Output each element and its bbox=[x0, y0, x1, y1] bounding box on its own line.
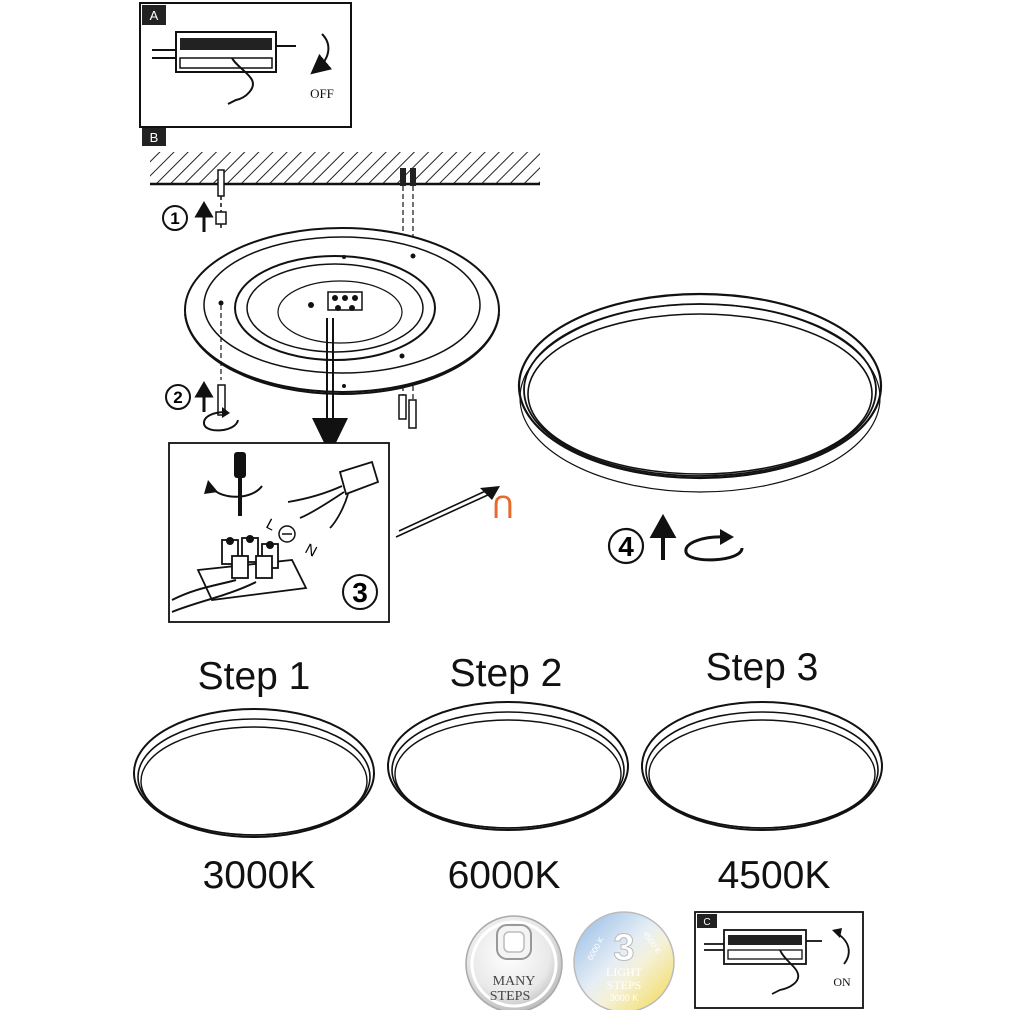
hand-icon bbox=[771, 949, 800, 995]
light-steps-number: 3 bbox=[613, 927, 634, 969]
ceiling-hatch bbox=[150, 152, 540, 184]
many-steps-badge: MANY STEPS bbox=[465, 915, 563, 1010]
connector-block-icon bbox=[196, 535, 308, 601]
lamp-step-3-icon bbox=[641, 701, 883, 831]
rotate-down-arrow-icon bbox=[310, 33, 333, 75]
connector-symbol: ᑎ bbox=[492, 492, 514, 525]
supply-cable-icon bbox=[338, 460, 380, 496]
up-arrow-icon bbox=[194, 381, 214, 412]
panel-a-tag-box bbox=[142, 5, 166, 25]
lamp-step-1-icon bbox=[133, 708, 375, 838]
step-1-circle bbox=[162, 205, 188, 231]
light-step-1-temperature: 3000K bbox=[203, 854, 316, 897]
panel-b-tag-box bbox=[142, 128, 166, 146]
light-step-2: Step 2 6000K bbox=[387, 652, 629, 897]
panel-c-tag-box bbox=[697, 914, 717, 928]
step-3-circle bbox=[342, 574, 378, 610]
up-arrow-icon bbox=[649, 513, 677, 560]
many-steps-line2: STEPS bbox=[490, 989, 530, 1004]
terminal-block-icon bbox=[327, 291, 363, 311]
ceiling bbox=[150, 152, 540, 186]
light-step-2-temperature: 6000K bbox=[448, 854, 561, 897]
switch-on-label: ON bbox=[833, 975, 851, 989]
panel-b: B bbox=[142, 128, 166, 146]
panel-c-tag: C bbox=[703, 917, 710, 928]
step-3-number: 3 bbox=[352, 577, 368, 608]
rotate-clockwise-icon bbox=[202, 411, 239, 432]
panel-wiring-detail: L N 3 bbox=[168, 442, 390, 623]
up-arrow-icon bbox=[194, 201, 214, 232]
install-step-4-marker: 4 bbox=[607, 513, 744, 565]
install-step-2-marker: 2 bbox=[165, 381, 239, 432]
wall-plug-icon bbox=[215, 169, 227, 230]
light-step-1-title: Step 1 bbox=[198, 655, 311, 698]
rotate-up-arrow-icon bbox=[837, 933, 850, 965]
light-steps-line2: STEPS bbox=[607, 978, 642, 992]
light-steps-temp-low: 3000 K bbox=[610, 993, 639, 1003]
light-steps-badge: 3 6000 K 4500 K LIGHT STEPS 3000 K bbox=[573, 911, 675, 1010]
light-step-1: Step 1 3000K bbox=[133, 655, 375, 897]
breaker-block-icon bbox=[704, 929, 822, 965]
panel-a-switch-off: A OFF bbox=[139, 2, 352, 128]
light-step-3: Step 3 4500K bbox=[641, 646, 883, 897]
base-plate bbox=[184, 227, 500, 396]
panel-c-switch-on: C ON bbox=[694, 911, 864, 1009]
hand-icon bbox=[227, 57, 254, 105]
mounting-screws-icon bbox=[217, 305, 417, 429]
wiring-detail-arrow bbox=[312, 318, 348, 455]
many-steps-line1: MANY bbox=[493, 974, 536, 989]
lamp-cover bbox=[517, 292, 883, 493]
light-steps-line1: LIGHT bbox=[606, 965, 643, 979]
connector-pointer: ᑎ bbox=[395, 486, 514, 538]
step-1-number: 1 bbox=[170, 209, 179, 228]
panel-a-tag: A bbox=[150, 8, 159, 23]
step-4-number: 4 bbox=[618, 531, 634, 562]
light-step-2-title: Step 2 bbox=[450, 652, 563, 695]
breaker-block-icon bbox=[152, 31, 296, 73]
install-step-1-marker: 1 bbox=[162, 201, 214, 232]
rotate-clockwise-icon bbox=[684, 535, 744, 562]
switch-off-label: OFF bbox=[310, 86, 334, 101]
panel-b-tag: B bbox=[150, 130, 159, 145]
step-4-circle bbox=[607, 527, 645, 565]
lamp-step-2-icon bbox=[387, 701, 629, 831]
step-2-circle bbox=[165, 384, 191, 410]
light-step-3-temperature: 4500K bbox=[718, 854, 831, 897]
light-step-3-title: Step 3 bbox=[706, 646, 819, 689]
step-2-number: 2 bbox=[173, 388, 182, 407]
